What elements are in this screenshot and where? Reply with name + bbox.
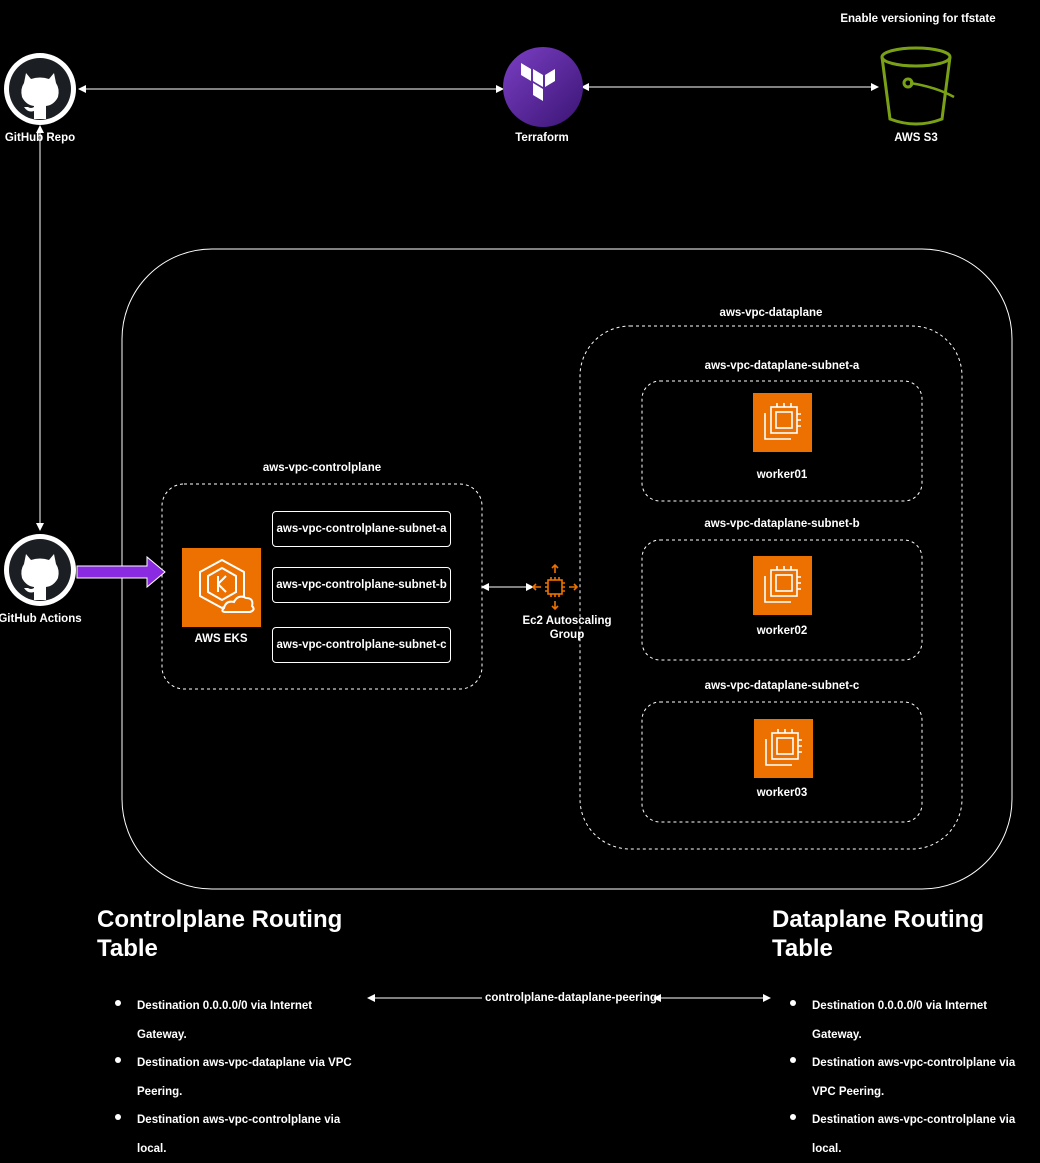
s3-versioning-note: Enable versioning for tfstate bbox=[840, 13, 996, 25]
controlplane-subnet-c: aws-vpc-controlplane-subnet-c bbox=[272, 627, 451, 663]
controlplane-routes-list: Destination 0.0.0.0/0 via Internet Gatew… bbox=[115, 992, 355, 1163]
dataplane-route-item: Destination 0.0.0.0/0 via Internet Gatew… bbox=[790, 992, 1030, 1049]
dataplane-subnet-c-title: aws-vpc-dataplane-subnet-c bbox=[704, 680, 860, 692]
dataplane-vpc-boundary bbox=[579, 325, 963, 850]
controlplane-subnet-a: aws-vpc-controlplane-subnet-a bbox=[272, 511, 451, 547]
terraform-icon bbox=[503, 47, 583, 127]
ec2-autoscaling-label: Ec2 Autoscaling Group bbox=[522, 614, 611, 642]
github-repo-icon bbox=[4, 53, 76, 125]
ec2-autoscaling-label-line2: Group bbox=[549, 629, 585, 641]
s3-bucket-icon bbox=[880, 46, 955, 126]
aws-eks-label: AWS EKS bbox=[194, 633, 248, 645]
dataplane-routing-title-line1: Dataplane Routing bbox=[772, 906, 985, 933]
terraform-label: Terraform bbox=[515, 132, 569, 144]
github-repo-label: GitHub Repo bbox=[4, 132, 76, 144]
aws-s3-label: AWS S3 bbox=[894, 132, 938, 144]
dataplane-routes-list: Destination 0.0.0.0/0 via Internet Gatew… bbox=[790, 992, 1030, 1163]
controlplane-routing-title: Controlplane Routing Table bbox=[97, 905, 342, 963]
worker02-label: worker02 bbox=[756, 625, 808, 637]
dataplane-subnet-a-title: aws-vpc-dataplane-subnet-a bbox=[704, 360, 860, 372]
controlplane-routing-title-line2: Table bbox=[97, 935, 158, 962]
ec2-worker02-icon bbox=[753, 556, 812, 615]
worker03-label: worker03 bbox=[756, 787, 808, 799]
worker01-label: worker01 bbox=[756, 469, 808, 481]
github-actions-icon bbox=[4, 534, 76, 606]
dataplane-routing-title: Dataplane Routing Table bbox=[772, 905, 984, 963]
peering-label: controlplane-dataplane-peering bbox=[485, 992, 657, 1004]
controlplane-route-item: Destination 0.0.0.0/0 via Internet Gatew… bbox=[115, 992, 355, 1049]
dataplane-routing-title-line2: Table bbox=[772, 935, 833, 962]
architecture-diagram bbox=[4, 46, 1013, 1002]
dataplane-route-item: Destination aws-vpc-controlplane via VPC… bbox=[790, 1049, 1030, 1106]
ec2-worker01-icon bbox=[753, 393, 812, 452]
ec2-worker03-icon bbox=[754, 719, 813, 778]
dataplane-subnet-c-boundary bbox=[641, 701, 923, 823]
aws-eks-icon bbox=[182, 548, 261, 627]
dataplane-vpc-title: aws-vpc-dataplane bbox=[719, 307, 823, 319]
controlplane-route-item: Destination aws-vpc-controlplane via loc… bbox=[115, 1106, 355, 1163]
controlplane-subnet-b: aws-vpc-controlplane-subnet-b bbox=[272, 567, 451, 603]
dataplane-subnet-b-title: aws-vpc-dataplane-subnet-b bbox=[704, 518, 860, 530]
controlplane-vpc-title: aws-vpc-controlplane bbox=[262, 462, 382, 474]
controlplane-route-item: Destination aws-vpc-dataplane via VPC Pe… bbox=[115, 1049, 355, 1106]
ec2-autoscaling-label-line1: Ec2 Autoscaling bbox=[522, 615, 612, 627]
dataplane-route-item: Destination aws-vpc-controlplane via loc… bbox=[790, 1106, 1030, 1163]
dataplane-subnet-a-boundary bbox=[641, 380, 923, 502]
controlplane-routing-title-line1: Controlplane Routing bbox=[97, 906, 343, 933]
github-actions-label: GitHub Actions bbox=[0, 613, 82, 625]
dataplane-subnet-b-boundary bbox=[641, 539, 923, 661]
actions-to-eks-arrow bbox=[76, 555, 166, 589]
ec2-autoscaling-icon bbox=[531, 563, 579, 611]
